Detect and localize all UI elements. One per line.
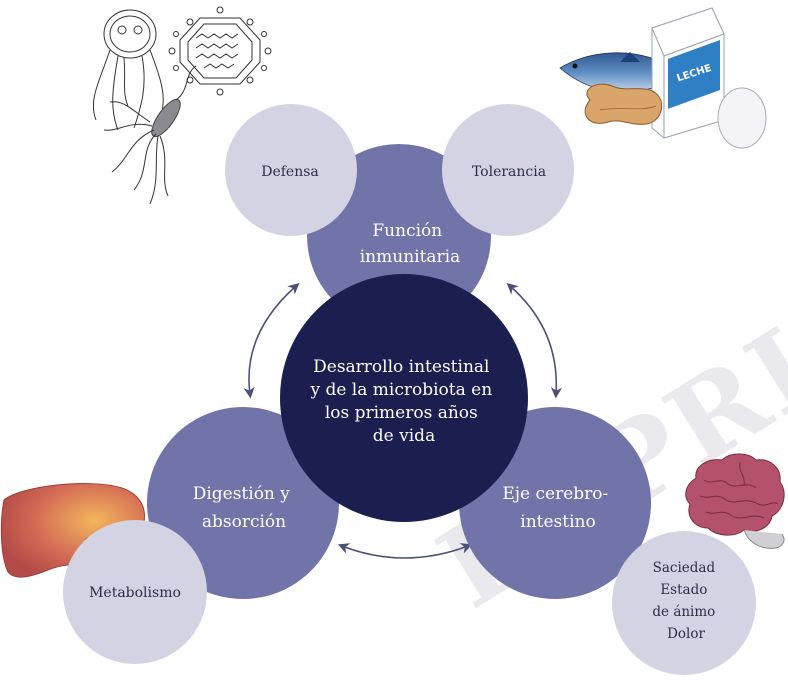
digestion-node (147, 407, 339, 599)
brain-effects-label: Saciedad Estado de ánimo Dolor (652, 560, 719, 642)
central-node (280, 274, 528, 522)
bacterium-icon (103, 65, 197, 205)
connection-arrows (243, 283, 563, 559)
virus-icon (168, 6, 272, 96)
defense-label: Defensa (261, 164, 319, 180)
immune-function-label: Función inmunitaria (360, 221, 461, 267)
arrow-immune-digestion (243, 283, 300, 399)
protozoan-icon (92, 9, 164, 131)
brain-effects-node (612, 531, 756, 675)
egg-icon (717, 87, 767, 149)
brain-icon (685, 453, 785, 549)
milk-carton-icon: LECHE (651, 7, 725, 139)
metabolism-label: Metabolismo (89, 585, 181, 601)
arrow-digestion-brain (337, 543, 473, 559)
defense-node (225, 104, 357, 236)
central-node-label: Desarrollo intestinal y de la microbiota… (309, 357, 497, 446)
food-allergens-illustration: LECHE (559, 7, 767, 149)
tolerance-label: Tolerancia (472, 164, 546, 180)
digestion-label: Digestión y absorción (193, 484, 296, 532)
peanut-icon (584, 83, 662, 125)
metabolism-node (63, 520, 207, 664)
microbes-illustration (92, 6, 272, 205)
tolerance-node (442, 104, 574, 236)
brain-gut-label: Eje cerebro- intestino (502, 484, 613, 532)
arrow-immune-brain (506, 283, 563, 399)
